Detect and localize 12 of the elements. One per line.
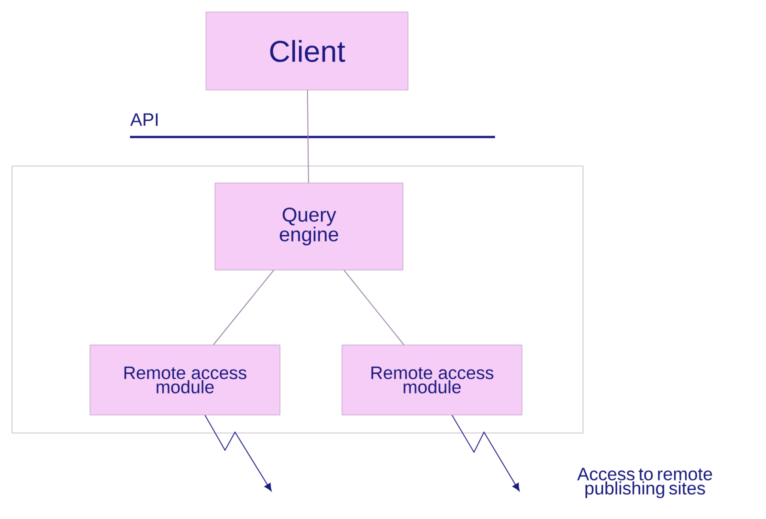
api-label: API xyxy=(130,113,158,126)
client-box: Client xyxy=(206,12,408,90)
connector-line xyxy=(307,90,309,184)
module-box: Remote access module xyxy=(90,344,280,416)
connector-line xyxy=(344,270,404,346)
lightning-arrow xyxy=(204,414,272,492)
connector-line xyxy=(212,270,274,346)
system-boundary-box xyxy=(12,166,584,434)
lightning-arrow xyxy=(452,414,520,492)
module-box: Remote access module xyxy=(342,344,522,416)
note-text: Access to remote publishing sites xyxy=(577,468,712,498)
module-box: Query engine xyxy=(214,182,404,270)
